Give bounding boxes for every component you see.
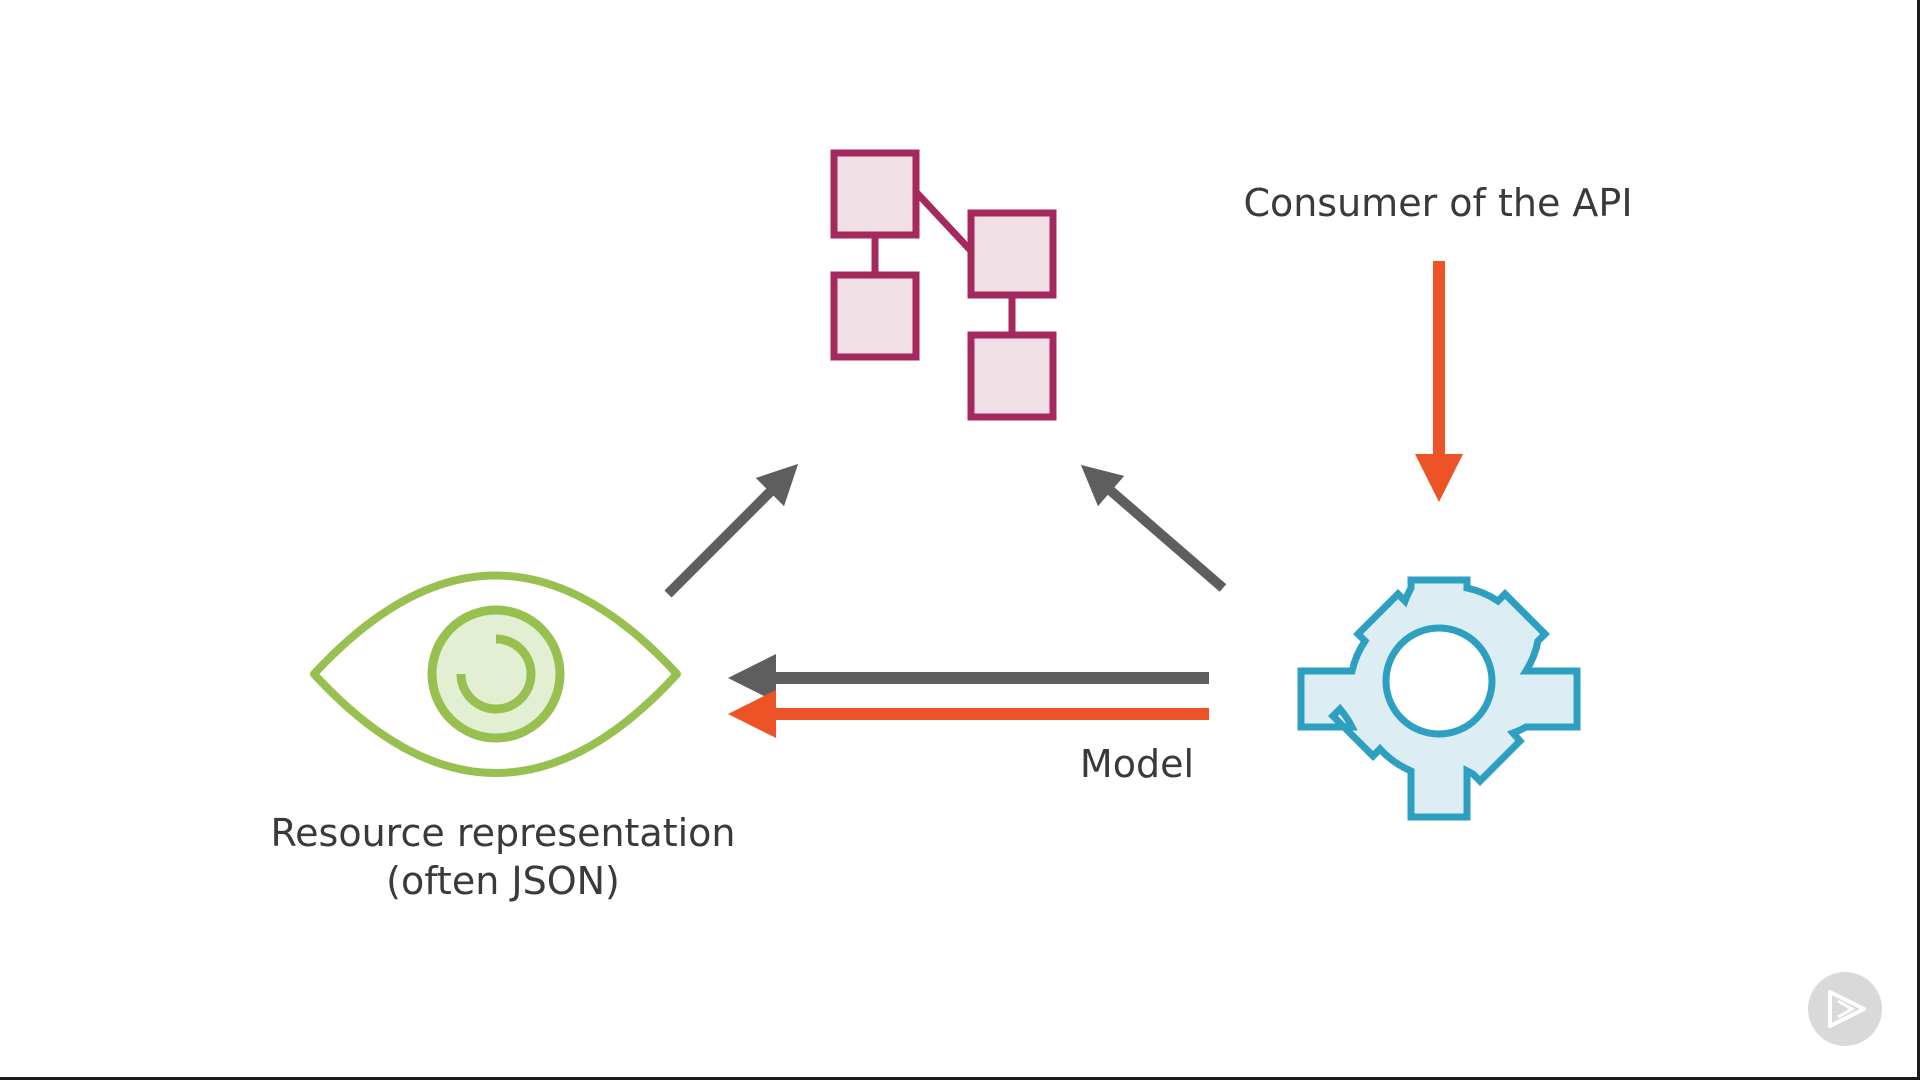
frame-right-edge <box>1917 0 1920 1080</box>
database-schema-icon <box>830 149 1057 421</box>
resource-label-line1: Resource representation <box>270 811 735 855</box>
arrow-eye-to-schema <box>664 463 799 598</box>
eye-icon <box>310 571 681 777</box>
model-label: Model <box>1080 742 1194 786</box>
frame-bottom-edge <box>0 1077 1920 1080</box>
play-button[interactable] <box>1808 972 1882 1046</box>
resource-label-line2: (often JSON) <box>386 859 620 903</box>
play-icon <box>1828 990 1866 1028</box>
arrow-gear-to-schema <box>1080 464 1227 592</box>
consumer-label: Consumer of the API <box>1243 181 1632 225</box>
gear-icon <box>1297 576 1581 821</box>
